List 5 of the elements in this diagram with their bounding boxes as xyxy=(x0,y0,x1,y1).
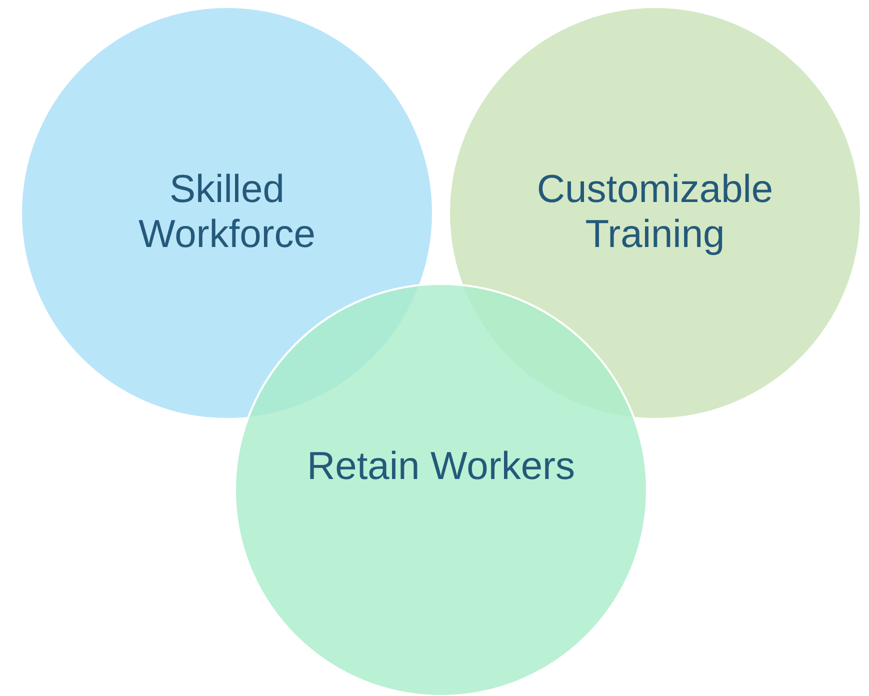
circle-label: Skilled Workforce xyxy=(138,167,316,257)
circle-label: Customizable Training xyxy=(536,167,774,257)
venn-circle xyxy=(447,5,863,421)
circle-label: Retain Workers xyxy=(306,444,576,489)
venn-circle xyxy=(19,5,435,421)
